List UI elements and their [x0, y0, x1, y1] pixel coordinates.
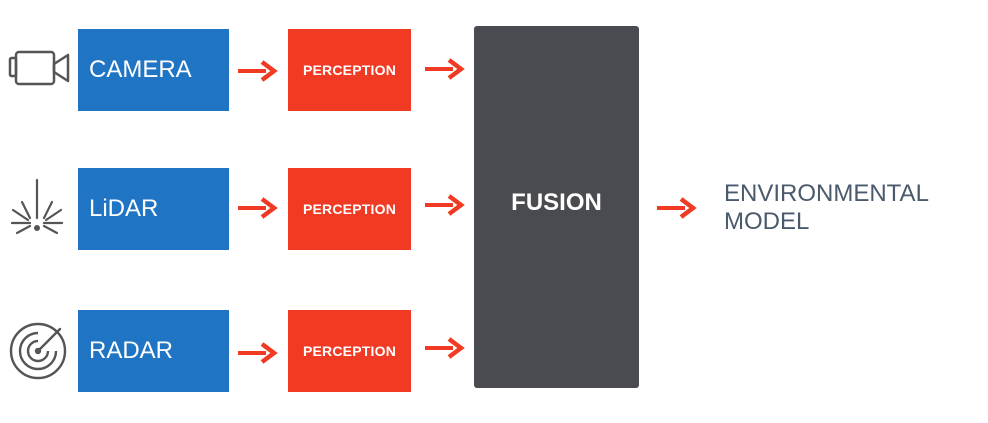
arrow-camera-to-perception	[238, 60, 278, 82]
arrow-lidar-to-perception	[238, 197, 278, 219]
perception-label-lidar: PERCEPTION	[302, 201, 396, 217]
arrow-radar-to-perception	[238, 342, 278, 364]
perception-box-lidar: PERCEPTION	[288, 168, 411, 250]
arrow-perception-radar-to-fusion	[425, 337, 465, 359]
fusion-box: FUSION	[474, 26, 639, 388]
arrow-fusion-to-model	[657, 197, 697, 219]
perception-label-radar: PERCEPTION	[302, 343, 396, 359]
sensor-label-camera: CAMERA	[89, 56, 192, 83]
fusion-label: FUSION	[511, 189, 602, 216]
perception-box-radar: PERCEPTION	[288, 310, 411, 392]
video-camera-icon	[8, 50, 70, 86]
arrow-perception-lidar-to-fusion	[425, 194, 465, 216]
perception-box-camera: PERCEPTION	[288, 29, 411, 111]
sensor-box-camera: CAMERA	[78, 29, 229, 111]
arrow-perception-camera-to-fusion	[425, 58, 465, 80]
perception-label-camera: PERCEPTION	[302, 62, 396, 78]
lidar-burst-icon	[10, 178, 64, 235]
radar-icon	[9, 322, 67, 380]
sensor-box-radar: RADAR	[78, 310, 229, 392]
environmental-model-label: ENVIRONMENTAL MODEL	[724, 180, 979, 236]
output-label-line1: ENVIRONMENTAL	[724, 180, 929, 207]
sensor-label-radar: RADAR	[89, 337, 174, 364]
output-label-line2: MODEL	[724, 208, 810, 235]
sensor-box-lidar: LiDAR	[78, 168, 229, 250]
sensor-label-lidar: LiDAR	[89, 195, 159, 222]
